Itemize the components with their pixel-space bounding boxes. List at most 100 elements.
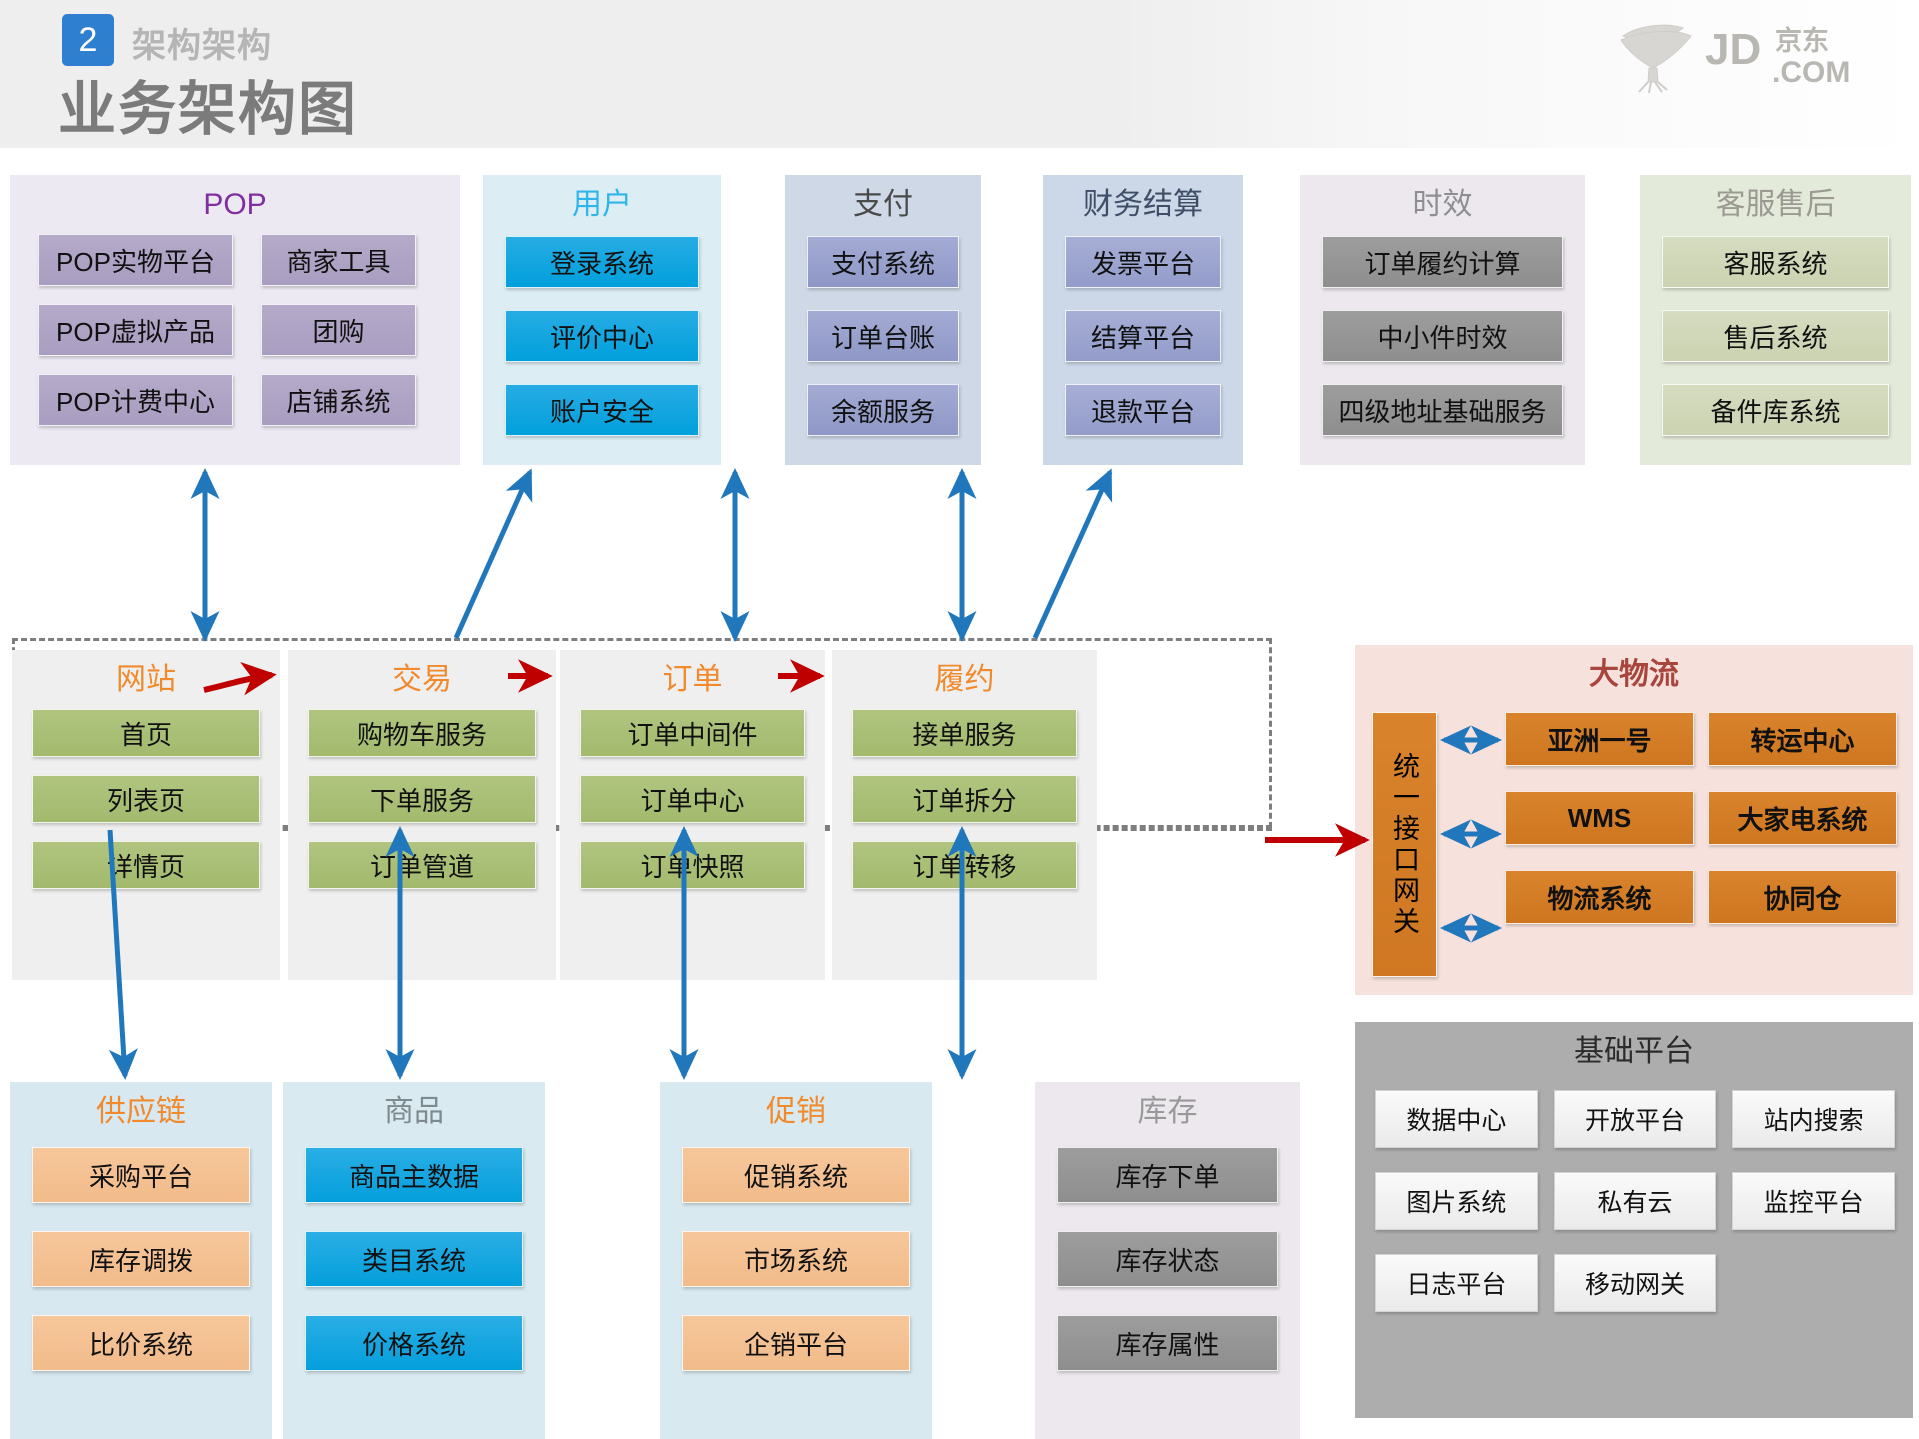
chip-base-6[interactable]: 日志平台 (1375, 1254, 1538, 1312)
section-title-base-platform: 基础平台 (1574, 1035, 1694, 1068)
chip-base-2[interactable]: 站内搜索 (1732, 1090, 1895, 1148)
section-finance-settlement: 财务结算 发票平台 结算平台 退款平台 (1043, 175, 1243, 465)
chip-user-1[interactable]: 评价中心 (505, 310, 699, 362)
section-order: 订单 订单中间件 订单中心 订单快照 (560, 650, 825, 980)
section-title-fulfillment: 履约 (934, 663, 995, 696)
chip-pop-4[interactable]: POP计费中心 (38, 374, 233, 426)
chip-trade-0[interactable]: 购物车服务 (308, 709, 536, 757)
chip-pop-2[interactable]: POP虚拟产品 (38, 304, 233, 356)
chip-trade-1[interactable]: 下单服务 (308, 775, 536, 823)
chip-fin-1[interactable]: 结算平台 (1065, 310, 1221, 362)
section-title-trade: 交易 (392, 663, 452, 696)
chip-base-3[interactable]: 图片系统 (1375, 1172, 1538, 1230)
header-band (0, 0, 1919, 148)
chip-sla-1[interactable]: 中小件时效 (1322, 310, 1563, 362)
website-item-list: 首页 列表页 详情页 (12, 697, 280, 889)
chip-pop-3[interactable]: 团购 (261, 304, 416, 356)
chip-logi-0[interactable]: 亚洲一号 (1505, 712, 1694, 766)
chip-cs-2[interactable]: 备件库系统 (1662, 384, 1889, 436)
fulfillment-item-list: 接单服务 订单拆分 订单转移 (832, 697, 1097, 889)
chip-logi-1[interactable]: 转运中心 (1708, 712, 1897, 766)
section-user: 用户 登录系统 评价中心 账户安全 (483, 175, 721, 465)
chip-promo-2[interactable]: 企销平台 (682, 1315, 910, 1371)
section-goods: 商品 商品主数据 类目系统 价格系统 (283, 1082, 545, 1439)
chip-sla-0[interactable]: 订单履约计算 (1322, 236, 1563, 288)
chip-goods-2[interactable]: 价格系统 (305, 1315, 523, 1371)
chip-logi-2[interactable]: WMS (1505, 791, 1694, 845)
chip-ful-2[interactable]: 订单转移 (852, 841, 1077, 889)
customer-service-item-list: 客服系统 售后系统 备件库系统 (1640, 222, 1911, 436)
supply-chain-item-list: 采购平台 库存调拨 比价系统 (10, 1129, 272, 1371)
chip-fin-2[interactable]: 退款平台 (1065, 384, 1221, 436)
section-timeliness: 时效 订单履约计算 中小件时效 四级地址基础服务 (1300, 175, 1585, 465)
chip-pay-1[interactable]: 订单台账 (807, 310, 959, 362)
chip-order-2[interactable]: 订单快照 (580, 841, 805, 889)
chip-ful-1[interactable]: 订单拆分 (852, 775, 1077, 823)
section-title-order: 订单 (662, 663, 723, 696)
trade-item-list: 购物车服务 下单服务 订单管道 (288, 697, 556, 889)
finance-item-list: 发票平台 结算平台 退款平台 (1043, 222, 1243, 436)
jd-logo: JD 京东 .COM (1617, 14, 1877, 94)
section-title-website: 网站 (116, 663, 176, 696)
chip-stock-2[interactable]: 库存属性 (1057, 1315, 1278, 1371)
base-platform-item-grid: 数据中心 开放平台 站内搜索 图片系统 私有云 监控平台 日志平台 移动网关 (1375, 1090, 1895, 1312)
chip-pop-1[interactable]: 商家工具 (261, 234, 416, 286)
chip-pop-0[interactable]: POP实物平台 (38, 234, 233, 286)
chip-stock-1[interactable]: 库存状态 (1057, 1231, 1278, 1287)
goods-item-list: 商品主数据 类目系统 价格系统 (283, 1129, 545, 1371)
jd-logo-icon: JD 京东 .COM (1620, 24, 1850, 94)
section-title-customer-service: 客服售后 (1715, 188, 1836, 221)
chip-base-5[interactable]: 监控平台 (1732, 1172, 1895, 1230)
chip-sla-2[interactable]: 四级地址基础服务 (1322, 384, 1563, 436)
chip-goods-1[interactable]: 类目系统 (305, 1231, 523, 1287)
chip-pay-0[interactable]: 支付系统 (807, 236, 959, 288)
section-pop: POP POP实物平台 商家工具 POP虚拟产品 团购 POP计费中心 店铺系统 (10, 175, 460, 465)
chip-sup-2[interactable]: 比价系统 (32, 1315, 250, 1371)
section-fulfillment: 履约 接单服务 订单拆分 订单转移 (832, 650, 1097, 980)
chip-promo-0[interactable]: 促销系统 (682, 1147, 910, 1203)
timeliness-item-list: 订单履约计算 中小件时效 四级地址基础服务 (1300, 222, 1585, 436)
pop-item-grid: POP实物平台 商家工具 POP虚拟产品 团购 POP计费中心 店铺系统 (10, 222, 460, 426)
section-title-supply-chain: 供应链 (96, 1095, 186, 1128)
chip-logi-3[interactable]: 大家电系统 (1708, 791, 1897, 845)
section-payment: 支付 支付系统 订单台账 余额服务 (785, 175, 981, 465)
chip-trade-2[interactable]: 订单管道 (308, 841, 536, 889)
chip-ful-0[interactable]: 接单服务 (852, 709, 1077, 757)
section-number-badge: 2 (62, 14, 114, 66)
section-title-finance: 财务结算 (1083, 188, 1203, 221)
chip-web-2[interactable]: 详情页 (32, 841, 260, 889)
chip-sup-1[interactable]: 库存调拨 (32, 1231, 250, 1287)
chip-stock-0[interactable]: 库存下单 (1057, 1147, 1278, 1203)
chip-order-0[interactable]: 订单中间件 (580, 709, 805, 757)
section-title-user: 用户 (572, 188, 632, 221)
chip-base-1[interactable]: 开放平台 (1553, 1090, 1717, 1148)
section-title-payment: 支付 (853, 188, 913, 221)
chip-base-0[interactable]: 数据中心 (1375, 1090, 1538, 1148)
chip-pay-2[interactable]: 余额服务 (807, 384, 959, 436)
chip-logi-4[interactable]: 物流系统 (1505, 870, 1694, 924)
chip-fin-0[interactable]: 发票平台 (1065, 236, 1221, 288)
chip-base-4[interactable]: 私有云 (1553, 1172, 1717, 1230)
svg-text:JD: JD (1705, 25, 1761, 74)
logistics-item-grid: 亚洲一号 转运中心 WMS 大家电系统 物流系统 协同仓 (1505, 712, 1897, 924)
section-promotion: 促销 促销系统 市场系统 企销平台 (660, 1082, 932, 1439)
chip-promo-1[interactable]: 市场系统 (682, 1231, 910, 1287)
chip-base-7[interactable]: 移动网关 (1553, 1254, 1717, 1312)
chip-cs-1[interactable]: 售后系统 (1662, 310, 1889, 362)
chip-user-0[interactable]: 登录系统 (505, 236, 699, 288)
chip-logi-5[interactable]: 协同仓 (1708, 870, 1897, 924)
chip-cs-0[interactable]: 客服系统 (1662, 236, 1889, 288)
section-website: 网站 首页 列表页 详情页 (12, 650, 280, 980)
chip-pop-5[interactable]: 店铺系统 (261, 374, 416, 426)
chip-web-1[interactable]: 列表页 (32, 775, 260, 823)
chip-web-0[interactable]: 首页 (32, 709, 260, 757)
section-title-goods: 商品 (384, 1095, 444, 1128)
chip-user-2[interactable]: 账户安全 (505, 384, 699, 436)
chip-order-1[interactable]: 订单中心 (580, 775, 805, 823)
logistics-unified-gateway[interactable]: 统一接口网关 (1372, 712, 1437, 977)
section-inventory: 库存 库存下单 库存状态 库存属性 (1035, 1082, 1300, 1439)
promotion-item-list: 促销系统 市场系统 企销平台 (660, 1129, 932, 1371)
chip-goods-0[interactable]: 商品主数据 (305, 1147, 523, 1203)
section-trade: 交易 购物车服务 下单服务 订单管道 (288, 650, 556, 980)
chip-sup-0[interactable]: 采购平台 (32, 1147, 250, 1203)
